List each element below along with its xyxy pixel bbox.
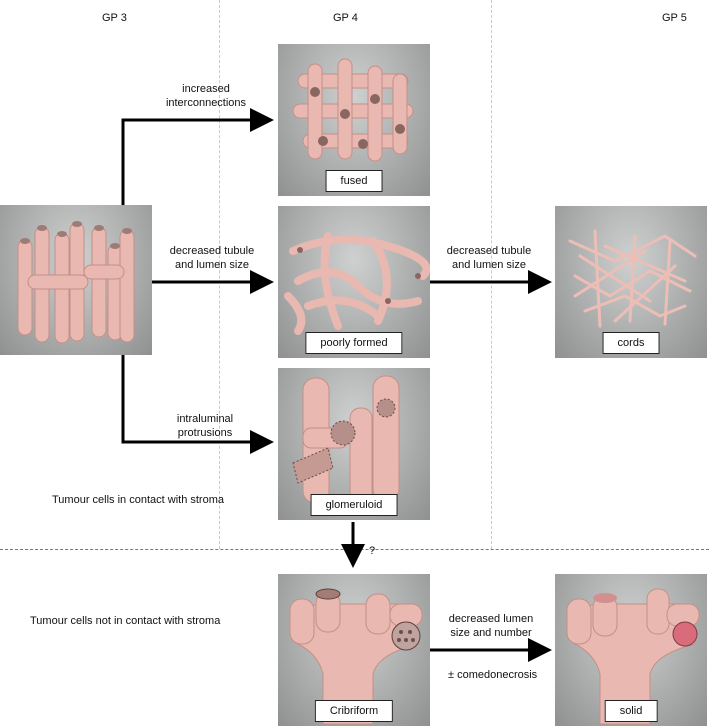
region-contact: Tumour cells in contact with stroma: [52, 494, 224, 506]
label-question: ?: [369, 545, 376, 557]
cribriform-panel: Cribriform: [278, 574, 430, 726]
arrow-to-glomeruloid: [121, 355, 274, 454]
header-gp3: GP 3: [102, 12, 127, 24]
header-gp5: GP 5: [662, 12, 687, 24]
solid-label: solid: [604, 700, 658, 722]
column-divider-right: [491, 0, 492, 549]
cribriform-label: Cribriform: [314, 700, 394, 722]
header-gp4: GP 4: [333, 12, 358, 24]
solid-panel: solid: [555, 574, 707, 726]
label-decreased-tubule-2: decreased tubule and lumen size: [446, 245, 532, 271]
label-decreased-tubule-1: decreased tubule and lumen size: [169, 245, 255, 271]
gp3-tubules-panel: [0, 205, 152, 355]
fused-label: fused: [325, 170, 383, 192]
label-decreased-lumen: decreased lumen size and number: [448, 613, 534, 639]
label-intraluminal: intraluminal protrusions: [176, 413, 234, 439]
poorly-formed-label: poorly formed: [305, 332, 403, 354]
cords-label: cords: [602, 332, 660, 354]
region-no-contact: Tumour cells not in contact with stroma: [30, 615, 221, 627]
cords-panel: cords: [555, 206, 707, 358]
label-comedonecrosis: ± comedonecrosis: [448, 669, 538, 681]
label-increased-interconnections: increased interconnections: [165, 83, 247, 109]
fused-panel: fused: [278, 44, 430, 196]
column-divider-left: [219, 0, 220, 549]
glomeruloid-label: glomeruloid: [310, 494, 398, 516]
poorly-formed-panel: poorly formed: [278, 206, 430, 358]
arrow-to-fused: [121, 108, 274, 205]
glomeruloid-panel: glomeruloid: [278, 368, 430, 520]
